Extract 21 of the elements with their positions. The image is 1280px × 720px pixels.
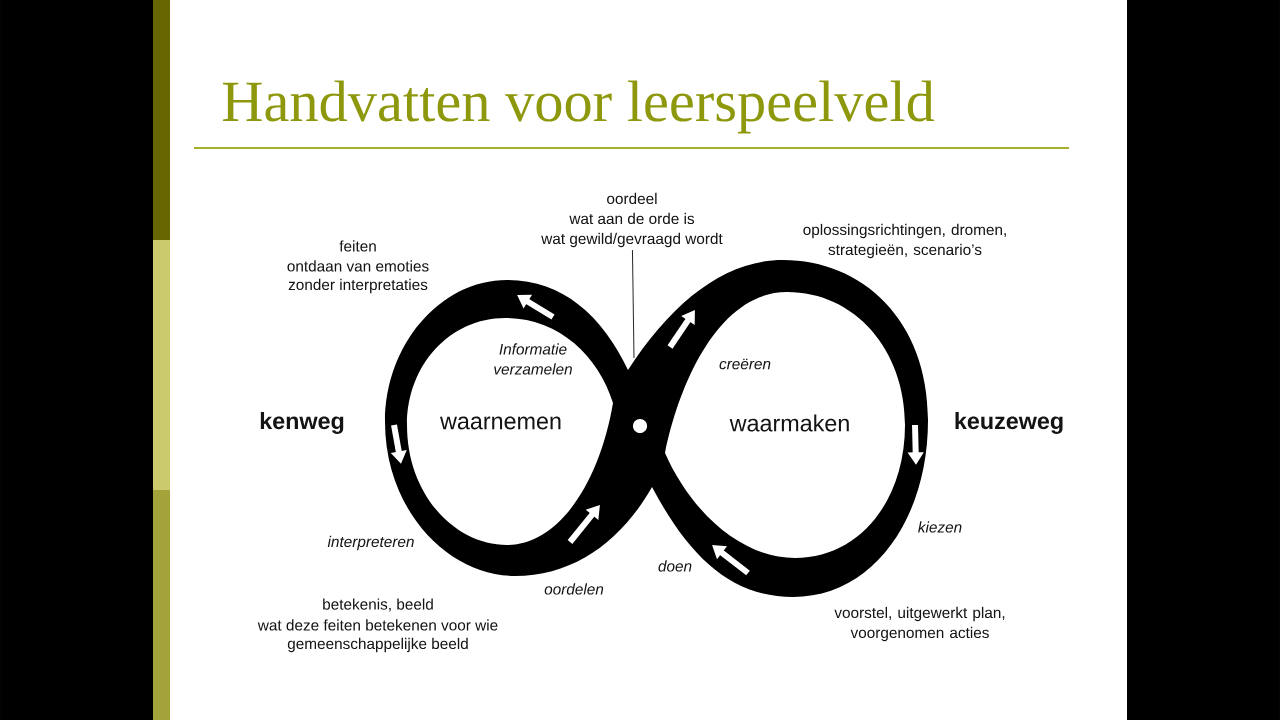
annotation-text: feiten [339, 240, 376, 252]
annotation-text: betekenis, beeld [323, 598, 433, 612]
step-label: Informatie verzamelen [494, 343, 572, 375]
route-label: keuzeweg [955, 412, 1063, 434]
annotation-text: oordeel wat aan de orde is wat gewild/gevraagd wordt [541, 192, 723, 248]
step-label: doen [658, 560, 692, 572]
route-label: kenweg [260, 412, 344, 434]
annotation-text: voorstel, uitgewerkt plan, voorgenomen acties [834, 606, 1005, 642]
step-label: creëren [719, 358, 771, 370]
step-label: interpreteren [327, 535, 414, 551]
phase-label: waarmaken [729, 414, 849, 432]
step-label: oordelen [544, 583, 604, 595]
annotation-text: gemeenschappelijke beeld [287, 637, 468, 653]
step-label: kiezen [918, 521, 962, 533]
annotation-text: wat deze feiten betekenen voor wie [257, 619, 498, 631]
annotation-text: zonder interpretaties [288, 278, 428, 294]
annotation-text: ontdaan van emoties [287, 260, 429, 272]
annotation-text: oplossingsrichtingen, dromen, strategieën, scenario’s [803, 223, 1006, 259]
leader-line [632, 249, 635, 359]
phase-label: waarnemen [440, 416, 561, 430]
slide-title: Handvatten voor leerspeelveld [222, 80, 935, 134]
